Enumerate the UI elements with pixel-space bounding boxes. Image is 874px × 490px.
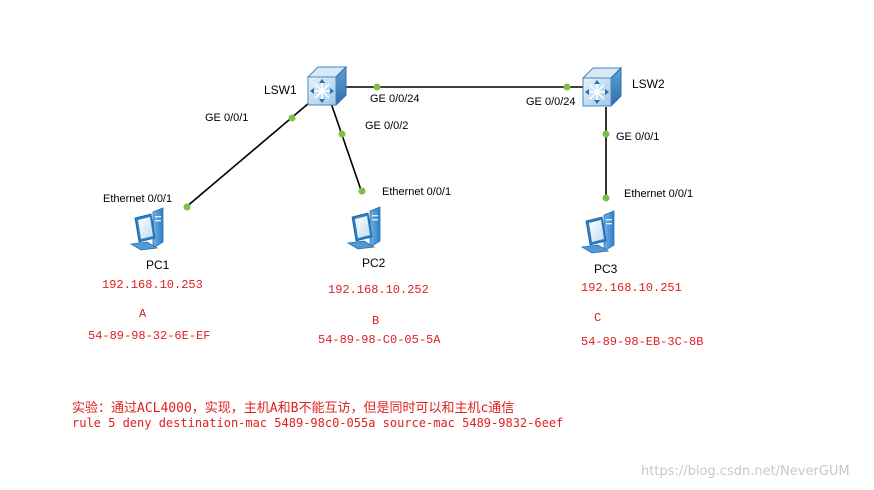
port-dot-lsw2-ge001	[602, 130, 610, 138]
host-c-letter: C	[594, 311, 602, 325]
host-a-mac: 54-89-98-32-6E-EF	[88, 329, 211, 343]
lsw1-label: LSW1	[264, 83, 297, 97]
pc3-label: PC3	[594, 262, 618, 276]
watermark-text: https://blog.csdn.net/NeverGUM	[641, 464, 850, 479]
port-dot-pc2-eth	[358, 187, 366, 195]
port-label-lsw2-ge0024: GE 0/0/24	[526, 96, 576, 108]
host-c-ip: 192.168.10.251	[581, 281, 682, 295]
experiment-note: 实验：通过ACL4000，实现，主机A和B不能互访，但是同时可以和主机c通信	[72, 401, 515, 416]
port-dot-pc3-eth	[602, 194, 610, 202]
port-label-lsw1-ge001: GE 0/0/1	[205, 112, 249, 124]
acl-rule-text: rule 5 deny destination-mac 5489-98c0-05…	[72, 416, 564, 430]
host-c-mac: 54-89-98-EB-3C-8B	[581, 335, 704, 349]
pc1-pc-icon[interactable]	[130, 207, 164, 251]
port-label-lsw1-ge0024: GE 0/0/24	[370, 93, 420, 105]
port-label-lsw2-ge001: GE 0/0/1	[616, 131, 660, 143]
link-lsw1-pc2	[330, 102, 363, 194]
port-label-pc2-eth: Ethernet 0/0/1	[382, 186, 452, 198]
port-dot-pc1-eth	[183, 203, 191, 211]
host-b-letter: B	[372, 314, 380, 328]
port-dot-lsw1-ge0024	[373, 83, 381, 91]
host-b-mac: 54-89-98-C0-05-5A	[318, 333, 441, 347]
port-dot-lsw1-ge001	[288, 114, 296, 122]
port-label-pc3-eth: Ethernet 0/0/1	[624, 188, 694, 200]
port-label-pc1-eth: Ethernet 0/0/1	[103, 193, 173, 205]
links	[184, 86, 607, 209]
port-label-lsw1-ge002: GE 0/0/2	[365, 120, 409, 132]
port-dot-lsw1-ge002	[338, 130, 346, 138]
pc3-pc-icon[interactable]	[581, 210, 615, 254]
port-dots	[183, 83, 610, 211]
pc2-pc-icon[interactable]	[347, 206, 381, 250]
lsw2-label: LSW2	[632, 77, 665, 91]
lsw1-switch-icon[interactable]	[307, 66, 347, 106]
port-dot-lsw2-ge0024	[563, 83, 571, 91]
host-a-letter: A	[139, 307, 147, 321]
lsw2-switch-icon[interactable]	[582, 67, 622, 107]
host-b-ip: 192.168.10.252	[328, 283, 429, 297]
pc1-label: PC1	[146, 258, 170, 272]
pc2-label: PC2	[362, 256, 386, 270]
host-a-ip: 192.168.10.253	[102, 278, 203, 292]
link-lsw1-pc1	[184, 102, 310, 209]
